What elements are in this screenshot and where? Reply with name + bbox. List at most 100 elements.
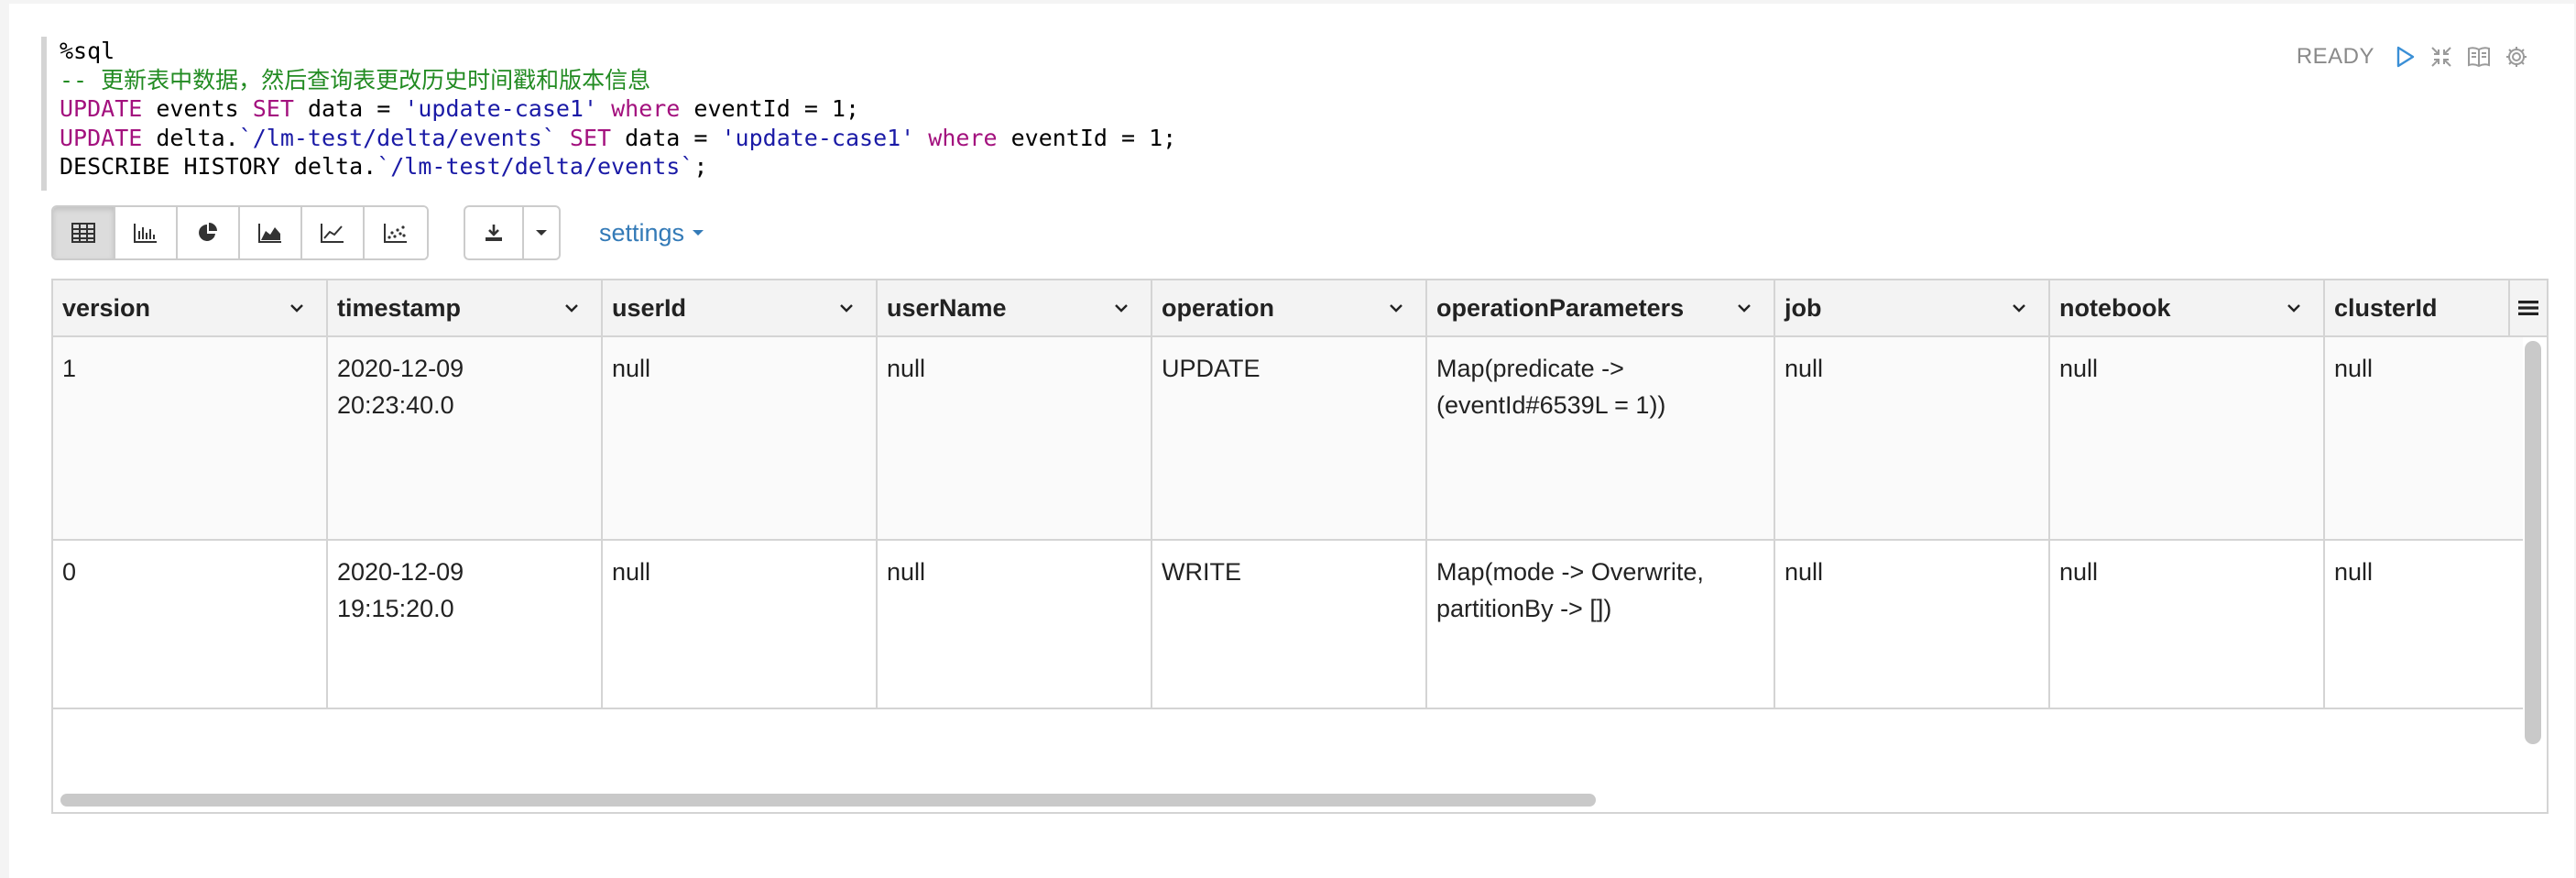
column-header-clusterId[interactable]: clusterId [2325,280,2547,335]
download-button-group [464,205,561,260]
cell-text: null [612,558,651,586]
cell-text: 2020-12-09 [337,355,464,382]
visualization-toolbar: settings [51,205,704,260]
chevron-down-icon[interactable] [2285,299,2303,317]
keyword: where [611,95,681,122]
column-header-userName[interactable]: userName [878,280,1152,335]
code-line-3: UPDATE events SET data = 'update-case1' … [60,94,1415,124]
status-label: READY [2296,44,2374,69]
bar-chart-button[interactable] [115,207,178,258]
table-row: 0 2020-12-09 19:15:20.0 null null WRITE Map(mo… [53,541,2523,709]
table-cell-timestamp: 2020-12-09 19:15:20.0 [328,541,603,709]
chevron-down-icon[interactable] [2010,299,2028,317]
line-chart-button[interactable] [302,207,365,258]
code-text: ; [693,153,708,180]
cell-text: null [2334,355,2374,382]
code-text: DESCRIBE HISTORY delta. [60,153,377,180]
table-view-button[interactable] [53,207,115,258]
column-menu-button[interactable] [2508,280,2547,335]
cell-text: null [2059,355,2099,382]
cell-text: null [887,558,926,586]
code-text: delta. [142,124,239,151]
gear-icon[interactable] [2505,45,2528,69]
column-header-userId[interactable]: userId [603,280,878,335]
results-table: version timestamp userId userName operation o… [51,279,2549,814]
chevron-down-icon[interactable] [1112,299,1130,317]
column-header-operation[interactable]: operation [1152,280,1427,335]
hamburger-icon [2518,301,2538,315]
column-header-operationParameters[interactable]: operationParameters [1427,280,1775,335]
caret-down-icon [693,230,704,236]
code-text: data = [293,95,405,122]
table-cell-clusterId: null [2325,337,2547,541]
cell-text: null [2059,558,2099,586]
code-text [556,125,570,151]
area-chart-button[interactable] [240,207,302,258]
code-line-4: UPDATE delta.`/lm-test/delta/events` SET… [60,124,1415,153]
column-header-version[interactable]: version [53,280,328,335]
column-header-label: operationParameters [1436,293,1685,322]
column-header-label: version [62,293,151,322]
table-cell-operationParameters: Map(mode -> Overwrite,partitionBy -> []) [1427,541,1775,709]
run-icon[interactable] [2395,45,2417,69]
column-header-timestamp[interactable]: timestamp [328,280,603,335]
chevron-down-icon[interactable] [837,299,856,317]
column-header-notebook[interactable]: notebook [2050,280,2325,335]
table-cell-operationParameters: Map(predicate ->(eventId#6539L = 1)) [1427,337,1775,541]
code-text: eventId = 1; [997,124,1177,151]
paragraph-controls: READY [2297,44,2528,70]
table-cell-version: 1 [53,337,328,541]
pie-chart-button[interactable] [178,207,240,258]
table-cell-notebook: null [2050,541,2325,709]
cell-text: null [612,355,651,382]
table-cell-version: 0 [53,541,328,709]
column-header-label: userId [612,293,687,322]
keyword: SET [569,124,612,151]
table-cell-clusterId: null [2325,541,2547,709]
table-cell-userId: null [603,541,878,709]
column-header-label: operation [1162,293,1275,322]
cell-text: null [1785,558,1824,586]
cell-text: null [2334,558,2374,586]
cell-text: 2020-12-09 [337,558,464,586]
column-header-job[interactable]: job [1775,280,2050,335]
cell-text: Map(mode -> Overwrite, [1436,558,1704,586]
code-line-2-comment: -- 更新表中数据，然后查询表更改历史时间戳和版本信息 [60,66,651,93]
cell-text: null [1785,355,1824,382]
table-cell-userName: null [878,337,1152,541]
scatter-chart-button[interactable] [365,207,427,258]
chevron-down-icon[interactable] [562,299,581,317]
table-cell-operation: WRITE [1152,541,1427,709]
cell-text: (eventId#6539L = 1)) [1436,391,1666,419]
caret-down-icon [536,230,547,236]
table-cell-userName: null [878,541,1152,709]
code-line-1: %sql [60,38,115,64]
chevron-down-icon[interactable] [288,299,306,317]
cell-text: 19:15:20.0 [337,595,454,622]
column-header-label: job [1785,293,1822,322]
string-literal: 'update-case1' [404,95,598,122]
chevron-down-icon[interactable] [1387,299,1405,317]
area-chart-icon [258,224,281,243]
book-icon[interactable] [2466,45,2492,69]
table-cell-notebook: null [2050,337,2325,541]
code-text: eventId = 1; [680,95,860,122]
download-button[interactable] [465,207,524,258]
chevron-down-icon[interactable] [1735,299,1753,317]
collapse-icon[interactable] [2429,45,2453,69]
settings-dropdown[interactable]: settings [599,219,704,247]
table-cell-operation: UPDATE [1152,337,1427,541]
cell-text: 0 [62,558,77,586]
cell-text: WRITE [1162,558,1241,586]
vertical-scrollbar[interactable] [2525,341,2541,744]
visualization-button-group [51,205,429,260]
table-icon [71,223,95,243]
download-dropdown-button[interactable] [524,207,559,258]
code-text: events [142,95,253,122]
string-literal: 'update-case1' [721,124,915,151]
horizontal-scrollbar[interactable] [60,794,1596,807]
code-text [597,95,611,122]
